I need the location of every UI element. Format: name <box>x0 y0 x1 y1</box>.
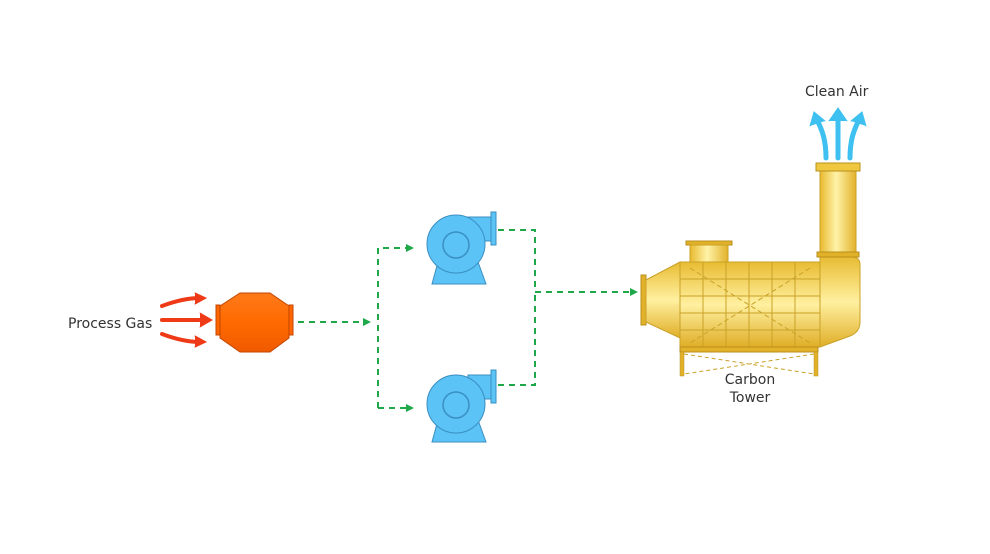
filter-housing-icon <box>215 292 294 353</box>
carbon-tower-icon <box>640 162 861 377</box>
clean-air-arrows-icon <box>809 107 867 161</box>
process-gas-label: Process Gas <box>68 316 153 332</box>
pipe-junction-to-upper-fan <box>377 244 414 408</box>
pipe-network <box>298 229 638 412</box>
pipe-upper-fan-outlet <box>498 229 536 292</box>
carbon-tower-label-line1: Carbon <box>724 372 776 388</box>
pipe-lower-fan-outlet <box>498 292 536 386</box>
centrifugal-fan-icon <box>426 211 497 285</box>
centrifugal-fan-icon <box>426 369 497 443</box>
carbon-tower-label-line2: Tower <box>729 390 771 406</box>
process-gas-arrows-icon <box>160 292 213 348</box>
clean-air-label: Clean Air <box>805 84 869 100</box>
